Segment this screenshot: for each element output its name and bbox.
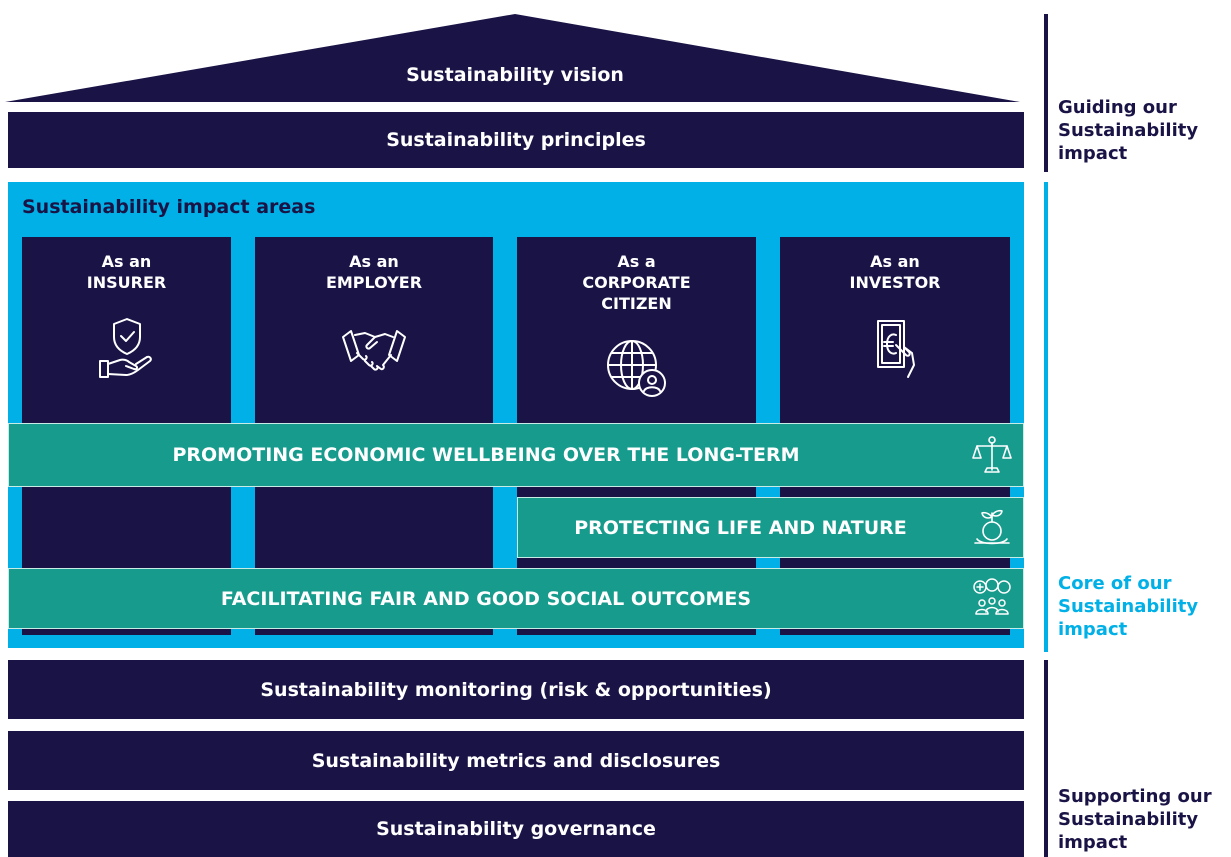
sustainability-vision-label: Sustainability vision: [406, 64, 624, 86]
euro-note-hand-icon: [877, 320, 915, 378]
handshake-icon: [342, 330, 406, 371]
band-economic-wellbeing-label: PROMOTING ECONOMIC WELLBEING OVER THE LO…: [172, 444, 800, 466]
community-icon: [973, 577, 1011, 615]
roof-shape: [5, 14, 1020, 102]
metrics-label: Sustainability metrics and disclosures: [311, 749, 721, 772]
column-employer-label: As an EMPLOYER: [325, 252, 423, 292]
band-life-nature-label: PROTECTING LIFE AND NATURE: [574, 516, 907, 539]
supporting-divider: [1044, 660, 1048, 857]
governance-label: Sustainability governance: [376, 818, 656, 840]
globe-person-icon: [606, 340, 666, 397]
guiding-label: Guiding our Sustainability impact: [1058, 97, 1199, 164]
impact-areas-title: Sustainability impact areas: [22, 196, 316, 218]
principles-bar: Sustainability principles: [8, 112, 1024, 168]
monitoring-label: Sustainability monitoring (risk & opport…: [260, 678, 772, 701]
supporting-label: Supporting our Sustainability impact: [1058, 786, 1212, 853]
core-divider: [1044, 182, 1048, 652]
shield-hand-icon: [98, 318, 152, 378]
column-investor-label: As an INVESTOR: [849, 252, 941, 292]
metrics-bar: Sustainability metrics and disclosures: [8, 731, 1024, 790]
band-economic-wellbeing: PROMOTING ECONOMIC WELLBEING OVER THE LO…: [8, 423, 1024, 487]
scales-icon: [972, 436, 1012, 473]
band-social-outcomes-label: FACILITATING FAIR AND GOOD SOCIAL OUTCOM…: [220, 587, 752, 610]
column-insurer-label: As an INSURER: [86, 252, 167, 292]
core-label: Core of our Sustainability impact: [1058, 573, 1199, 640]
impact-areas-frame: Sustainability impact areas As an INSURE…: [8, 182, 1024, 648]
band-life-nature: PROTECTING LIFE AND NATURE: [517, 497, 1024, 558]
roof: Sustainability vision: [5, 14, 1025, 104]
column-corporate-citizen-label: As a CORPORATE CITIZEN: [582, 252, 691, 313]
plant-globe-icon: [974, 509, 1010, 544]
monitoring-bar: Sustainability monitoring (risk & opport…: [8, 660, 1024, 719]
guiding-divider: [1044, 14, 1048, 172]
band-social-outcomes: FACILITATING FAIR AND GOOD SOCIAL OUTCOM…: [8, 568, 1024, 629]
governance-bar: Sustainability governance: [8, 801, 1024, 857]
principles-label: Sustainability principles: [386, 129, 646, 151]
